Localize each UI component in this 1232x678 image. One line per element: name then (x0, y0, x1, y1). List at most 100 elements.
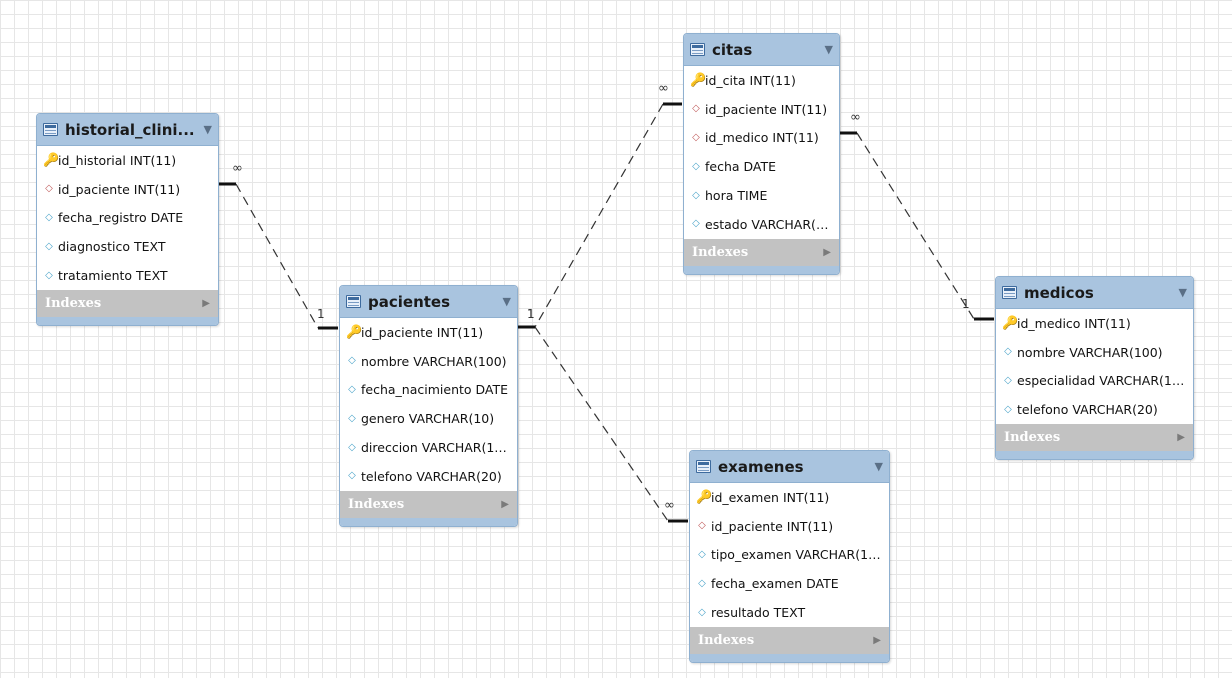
column-label: especialidad VARCHAR(10... (1017, 373, 1192, 389)
column-row[interactable]: ◇telefono VARCHAR(20) (996, 395, 1193, 424)
primary-key-icon: 🔑 (43, 152, 60, 168)
column-row[interactable]: 🔑id_cita INT(11) (684, 66, 839, 95)
expand-arrow-icon[interactable]: ▶ (873, 634, 881, 646)
column-icon: ◇ (348, 470, 356, 482)
column-row[interactable]: ◇ hora TIME (684, 181, 839, 210)
table-icon (43, 123, 58, 136)
column-label: fecha_examen DATE (711, 576, 839, 592)
column-list: 🔑id_examen INT(11) ◇id_paciente INT(11) … (690, 483, 889, 627)
table-header[interactable]: pacientes ▼ (340, 286, 517, 318)
table-icon (690, 43, 705, 56)
table-header[interactable]: medicos ▼ (996, 277, 1193, 309)
column-row[interactable]: ◇ especialidad VARCHAR(10... (996, 367, 1193, 396)
column-row[interactable]: ◇ genero VARCHAR(10) (340, 404, 517, 433)
cardinality-one-label: 1 (962, 297, 970, 311)
column-row[interactable]: ◇estado VARCHAR(2... (684, 210, 839, 239)
column-row[interactable]: ◇fecha_examen DATE (690, 569, 889, 598)
column-label: id_paciente INT(11) (711, 518, 834, 534)
column-label: direccion VARCHAR(15... (361, 440, 515, 456)
column-icon: ◇ (692, 189, 700, 201)
indexes-section[interactable]: Indexes ▶ (340, 490, 517, 518)
column-row[interactable]: ◇fecha_nacimiento DATE (340, 376, 517, 405)
relationship-line (534, 103, 664, 328)
column-label: id_paciente INT(11) (58, 181, 181, 197)
column-label: tratamiento TEXT (58, 268, 168, 284)
collapse-arrow-icon[interactable]: ▼ (502, 295, 511, 308)
column-row[interactable]: ◇ tipo_examen VARCHAR(10... (690, 541, 889, 570)
column-row[interactable]: ◇diagnostico TEXT (37, 232, 218, 261)
column-row[interactable]: ◇nombre VARCHAR(100) (340, 347, 517, 376)
table-footer (37, 316, 218, 325)
cardinality-many-label: ∞ (664, 498, 675, 513)
foreign-key-icon: ◇ (692, 131, 700, 143)
column-row[interactable]: ◇fecha DATE (684, 152, 839, 181)
column-icon: ◇ (348, 355, 356, 367)
column-row[interactable]: 🔑id_medico INT(11) (996, 309, 1193, 338)
table-footer (684, 265, 839, 274)
table-pacientes[interactable]: pacientes ▼ 🔑id_paciente INT(11) ◇nombre… (339, 285, 518, 527)
column-label: id_medico INT(11) (1017, 315, 1131, 331)
table-title: historial_clini... (65, 120, 195, 139)
expand-arrow-icon[interactable]: ▶ (823, 246, 831, 258)
table-header[interactable]: examenes ▼ (690, 451, 889, 483)
primary-key-icon: 🔑 (1002, 315, 1019, 331)
column-icon: ◇ (1004, 374, 1012, 386)
column-row[interactable]: ◇ id_paciente INT(11) (37, 175, 218, 204)
column-label: telefono VARCHAR(20) (361, 468, 502, 484)
cardinality-one-label: 1 (527, 307, 535, 321)
column-row[interactable]: ◇direccion VARCHAR(15... (340, 433, 517, 462)
column-row[interactable]: 🔑id_paciente INT(11) (340, 318, 517, 347)
collapse-arrow-icon[interactable]: ▼ (874, 460, 883, 473)
indexes-section[interactable]: Indexes ▶ (996, 424, 1193, 452)
collapse-arrow-icon[interactable]: ▼ (203, 123, 212, 136)
table-footer (996, 451, 1193, 460)
column-list: 🔑id_medico INT(11) ◇nombre VARCHAR(100) … (996, 309, 1193, 424)
table-medicos[interactable]: medicos ▼ 🔑id_medico INT(11) ◇nombre VAR… (995, 276, 1194, 461)
foreign-key-icon: ◇ (45, 183, 53, 195)
column-row[interactable]: ◇fecha_registro DATE (37, 204, 218, 233)
cardinality-one-label: 1 (317, 307, 325, 321)
table-header[interactable]: historial_clini... ▼ (37, 114, 218, 146)
table-citas[interactable]: citas ▼ 🔑id_cita INT(11) ◇id_paciente IN… (683, 33, 840, 275)
column-label: hora TIME (705, 188, 768, 204)
table-examenes[interactable]: examenes ▼ 🔑id_examen INT(11) ◇id_pacien… (689, 450, 890, 663)
column-label: resultado TEXT (711, 605, 806, 621)
column-icon: ◇ (698, 548, 706, 560)
column-row[interactable]: 🔑id_historial INT(11) (37, 146, 218, 175)
column-row[interactable]: ◇nombre VARCHAR(100) (996, 338, 1193, 367)
table-historial-clinico[interactable]: historial_clini... ▼ 🔑id_historial INT(1… (36, 113, 219, 326)
column-row[interactable]: ◇id_medico INT(11) (684, 124, 839, 153)
indexes-label: Indexes (1004, 430, 1061, 446)
indexes-label: Indexes (45, 295, 102, 311)
column-icon: ◇ (692, 218, 700, 230)
table-icon (696, 460, 711, 473)
column-row[interactable]: ◇resultado TEXT (690, 598, 889, 627)
relationship-line (856, 132, 975, 320)
indexes-section[interactable]: Indexes ▶ (684, 238, 839, 266)
foreign-key-icon: ◇ (692, 103, 700, 115)
column-row[interactable]: ◇id_paciente INT(11) (684, 95, 839, 124)
expand-arrow-icon[interactable]: ▶ (501, 498, 509, 510)
column-label: fecha_registro DATE (58, 210, 184, 226)
column-label: tipo_examen VARCHAR(10... (711, 547, 888, 563)
expand-arrow-icon[interactable]: ▶ (202, 297, 210, 309)
collapse-arrow-icon[interactable]: ▼ (1178, 286, 1187, 299)
table-header[interactable]: citas ▼ (684, 34, 839, 66)
table-title: examenes (718, 457, 804, 476)
relationship-line (534, 326, 669, 522)
column-row[interactable]: ◇id_paciente INT(11) (690, 512, 889, 541)
column-label: genero VARCHAR(10) (361, 411, 495, 427)
cardinality-many-label: ∞ (850, 110, 861, 125)
table-footer (340, 517, 517, 526)
expand-arrow-icon[interactable]: ▶ (1177, 432, 1185, 444)
column-label: id_historial INT(11) (58, 152, 177, 168)
indexes-section[interactable]: Indexes ▶ (690, 626, 889, 654)
indexes-section[interactable]: Indexes ▶ (37, 289, 218, 317)
collapse-arrow-icon[interactable]: ▼ (824, 43, 833, 56)
column-icon: ◇ (348, 412, 356, 424)
column-row[interactable]: ◇ telefono VARCHAR(20) (340, 462, 517, 491)
table-title: pacientes (368, 292, 451, 311)
indexes-label: Indexes (692, 244, 749, 260)
column-row[interactable]: 🔑id_examen INT(11) (690, 483, 889, 512)
column-row[interactable]: ◇tratamiento TEXT (37, 261, 218, 290)
